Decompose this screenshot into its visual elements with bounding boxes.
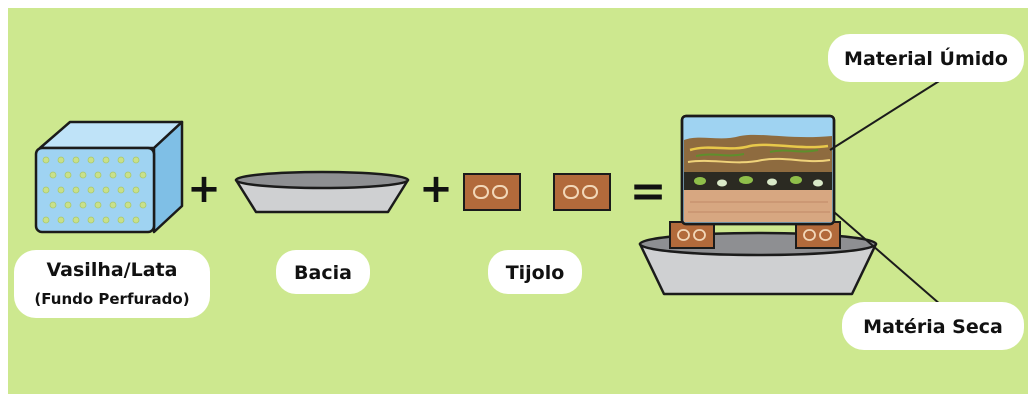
basin-rim [234, 170, 410, 190]
perforation-hole [94, 171, 102, 179]
plus-sign: + [187, 166, 221, 212]
dark-band-specks [694, 176, 823, 187]
perforation-hole [124, 171, 132, 179]
label-text: Vasilha/Lata [47, 259, 178, 281]
perforation-hole [94, 201, 102, 209]
label-vasilha: Vasilha/Lata (Fundo Perfurado) [14, 250, 210, 318]
brick-hole [473, 185, 489, 199]
perforation-hole [49, 201, 57, 209]
perforation-hole [109, 171, 117, 179]
perforation-hole [102, 186, 110, 194]
label-box [488, 250, 582, 294]
dry-material-layer [684, 190, 832, 222]
perforation-hole [72, 216, 80, 224]
perforation-hole [117, 156, 125, 164]
brick-illustration [463, 173, 521, 211]
perforation-hole [64, 171, 72, 179]
perforation-hole [139, 201, 147, 209]
wet-material-streak [687, 157, 831, 164]
perforation-hole [132, 156, 140, 164]
label-text: Tijolo [506, 262, 565, 284]
perforation-hole [102, 216, 110, 224]
perforation-hole [64, 201, 72, 209]
perforation-hole [124, 201, 132, 209]
brick-hole [582, 185, 598, 199]
wet-material-streak [689, 143, 829, 152]
result-brick [795, 221, 841, 249]
perforation-hole [42, 186, 50, 194]
perforation-hole [87, 216, 95, 224]
perforation-hole [57, 186, 65, 194]
wet-material-layer [684, 134, 832, 176]
brick-hole [803, 229, 816, 241]
dark-band [684, 172, 832, 190]
perforation-hole [57, 156, 65, 164]
label-subtext: (Fundo Perfurado) [34, 290, 189, 308]
equals-sign: = [630, 166, 667, 217]
perforation-hole [102, 156, 110, 164]
label-bacia: Bacia [276, 250, 370, 294]
assembled-composter [638, 114, 878, 296]
perforation-hole [109, 201, 117, 209]
perforation-hole [79, 171, 87, 179]
brick-hole [492, 185, 508, 199]
perforation-hole [72, 186, 80, 194]
label-box [842, 302, 1024, 350]
perforation-hole [117, 216, 125, 224]
perforation-hole [72, 156, 80, 164]
result-brick [669, 221, 715, 249]
label-box [14, 250, 210, 318]
perforation-holes [42, 156, 147, 224]
pointer-line-dry [833, 211, 957, 319]
pointer-line-wet [829, 77, 945, 151]
brick-illustration [553, 173, 611, 211]
perforation-hole [79, 201, 87, 209]
brick-hole [693, 229, 706, 241]
label-box [828, 34, 1024, 82]
wet-material-streak [769, 149, 819, 153]
dry-material-texture [688, 201, 830, 213]
brick-hole [819, 229, 832, 241]
perforation-hole [139, 171, 147, 179]
label-material-umido: Material Úmido [828, 34, 1024, 82]
label-text: Material Úmido [844, 46, 1008, 70]
label-materia-seca: Matéria Seca [842, 302, 1024, 350]
basin-illustration [234, 170, 410, 214]
perforation-hole [42, 216, 50, 224]
label-text: Matéria Seca [863, 316, 1003, 338]
label-text: Bacia [294, 262, 352, 284]
perforation-hole [57, 216, 65, 224]
perforation-hole [132, 186, 140, 194]
perforation-hole [87, 186, 95, 194]
label-box [276, 250, 370, 294]
perforation-hole [49, 171, 57, 179]
perforation-hole [42, 156, 50, 164]
perforation-hole [132, 216, 140, 224]
plus-sign: + [419, 166, 453, 212]
perforation-hole [87, 156, 95, 164]
brick-hole [563, 185, 579, 199]
label-tijolo: Tijolo [488, 250, 582, 294]
container-illustration [34, 120, 184, 234]
result-container-outline [680, 114, 836, 226]
perforation-hole [117, 186, 125, 194]
container-front [34, 146, 156, 234]
brick-hole [677, 229, 690, 241]
wet-material-streak [695, 153, 745, 157]
